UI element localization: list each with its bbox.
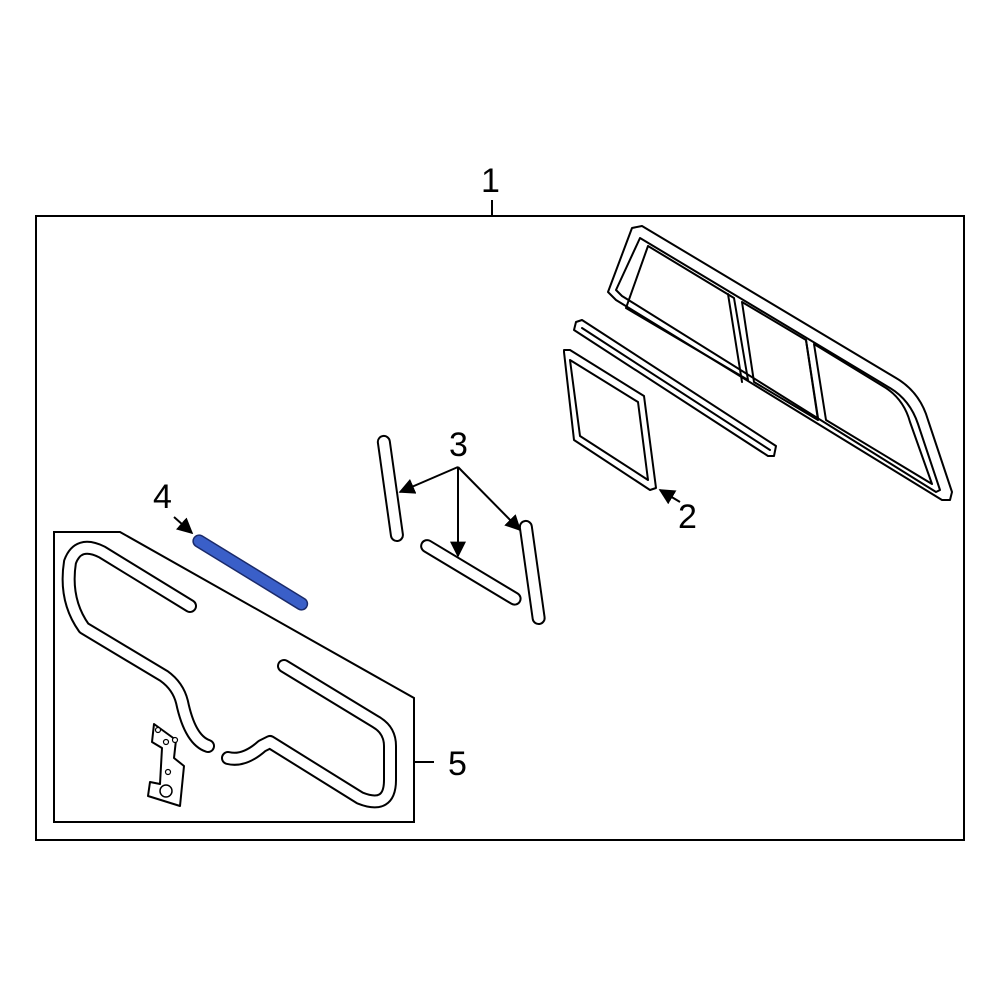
seal-left-vertical[interactable] — [376, 434, 404, 543]
assembly-frame-box — [35, 215, 965, 841]
seal-loop-weatherstrip[interactable] — [61, 540, 397, 809]
callout-1-label: 1 — [481, 162, 500, 200]
callout-3-leader-right — [457, 466, 522, 532]
sliding-glass-panel[interactable] — [563, 349, 657, 491]
mounting-bracket[interactable] — [147, 723, 185, 807]
callout-2-label: 2 — [678, 498, 697, 536]
callout-3-label: 3 — [449, 426, 468, 464]
callout-4-leader — [173, 516, 194, 535]
seal-bottom-diagonal[interactable] — [419, 538, 523, 607]
rear-window-frame[interactable] — [607, 225, 953, 501]
callout-3-leader-left — [398, 466, 459, 494]
callout-2-leader — [658, 489, 681, 505]
callout-4-label: 4 — [153, 478, 172, 516]
highlighted-seal-strip[interactable] — [191, 533, 310, 612]
seal-right-vertical[interactable] — [518, 519, 546, 626]
seal-kit-box — [53, 531, 415, 823]
glass-run-channel[interactable] — [573, 319, 777, 457]
callout-5-label: 5 — [448, 745, 467, 783]
